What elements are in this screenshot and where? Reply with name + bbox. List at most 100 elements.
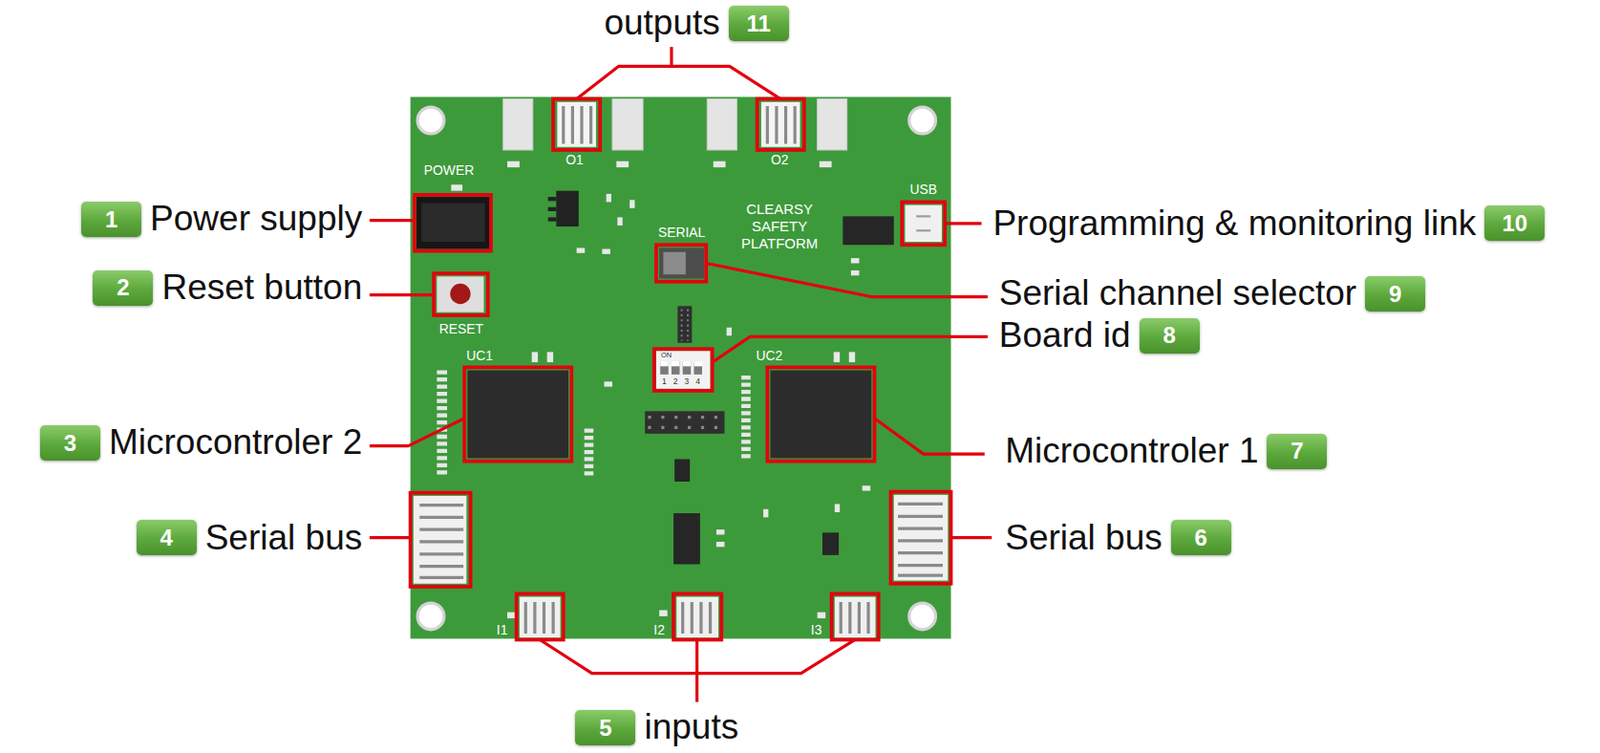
usb-connector	[904, 205, 941, 242]
leader-line	[712, 336, 988, 363]
reset-button	[449, 283, 470, 304]
serial-bus-connector	[897, 502, 943, 506]
highlight-box	[464, 366, 572, 461]
leader-line	[951, 535, 993, 539]
input-connector	[519, 597, 561, 639]
input-connector	[857, 601, 861, 634]
callout-label: Microcontroler 1	[1004, 430, 1259, 472]
output-connector	[589, 106, 593, 145]
callout-label: Reset button	[161, 267, 363, 309]
pin-header	[681, 309, 683, 342]
header-socket	[503, 99, 534, 150]
callout: 3Microcontroler 2	[40, 422, 363, 464]
callout: 5inputs	[575, 706, 739, 748]
callout: 4Serial bus	[136, 517, 363, 559]
callout-number: 7	[1266, 433, 1327, 470]
callout-label: outputs	[603, 2, 720, 44]
resistor-array	[436, 370, 448, 476]
output-connector	[579, 106, 583, 145]
input-connector	[533, 601, 536, 634]
callout: 11outputs	[603, 2, 789, 44]
board-label: USB	[909, 181, 938, 198]
input-connector	[699, 601, 703, 634]
smd-pad	[851, 257, 860, 263]
serial-switch	[662, 252, 685, 275]
callout-label: Serial bus	[1004, 517, 1163, 559]
microcontroller-chip	[770, 370, 873, 459]
board-label: 3	[684, 376, 690, 386]
smd-pad	[817, 612, 827, 619]
mounting-hole	[417, 106, 936, 630]
highlight-box	[891, 491, 952, 584]
pcb-board	[410, 96, 952, 639]
serial-switch	[659, 247, 704, 278]
board-label: I2	[653, 621, 665, 639]
callout-number: 6	[1171, 519, 1232, 555]
output-connector	[761, 102, 801, 148]
input-connector	[866, 601, 870, 634]
callout-number: 8	[1139, 318, 1200, 354]
smd-pad	[659, 610, 668, 617]
callout: 8Board id	[999, 315, 1200, 357]
callout-number: 1	[81, 201, 142, 237]
leader-line	[369, 46, 992, 702]
callout-label: Serial channel selector	[999, 273, 1357, 315]
serial-bus-connector	[419, 528, 464, 532]
ic-chip	[842, 215, 894, 245]
smd-pad	[507, 161, 520, 168]
callout-label: Power supply	[149, 198, 363, 240]
serial-bus-connector	[419, 515, 464, 519]
callout: 6Serial bus	[1004, 517, 1232, 559]
smd-pad	[763, 509, 768, 518]
serial-bus-connector	[897, 551, 943, 555]
pin-header	[686, 309, 689, 342]
output-connector	[793, 106, 797, 145]
input-connector	[552, 601, 555, 634]
callout: 1Power supply	[81, 198, 363, 240]
serial-bus-connector	[419, 564, 464, 568]
dip-switch	[671, 361, 681, 366]
serial-bus-connector	[419, 576, 464, 579]
power-jack	[421, 202, 485, 242]
microcontroller-chip	[467, 370, 872, 459]
highlight-box	[656, 244, 706, 281]
power-jack	[416, 196, 491, 249]
serial-bus-connector	[897, 538, 943, 542]
board-label: I3	[810, 621, 823, 639]
serial-bus-connector	[419, 552, 464, 555]
callout-number: 11	[728, 5, 790, 42]
output-connector	[563, 106, 795, 145]
smd-pad	[716, 529, 726, 534]
callout-number: 5	[575, 709, 636, 746]
smd-pad	[849, 351, 855, 363]
board-label: CLEARSY SAFETY PLATFORM	[734, 200, 825, 253]
callout-label: Board id	[999, 315, 1131, 357]
board-label: RESET	[439, 320, 484, 338]
callout: 2Reset button	[92, 267, 363, 309]
input-connector	[681, 601, 684, 634]
resistor-array	[584, 427, 595, 478]
reset-button	[436, 276, 484, 312]
smd-pad	[450, 184, 463, 191]
highlight-box	[673, 593, 722, 640]
usb-connector	[904, 205, 941, 242]
header-socket	[503, 99, 848, 150]
output-connector	[556, 102, 800, 148]
callout-label: Serial bus	[205, 517, 363, 559]
serial-bus-connector	[897, 563, 943, 567]
smd-pad	[819, 161, 832, 168]
output-connector	[561, 106, 565, 145]
callout-number: 2	[92, 270, 153, 306]
pin-header	[647, 426, 723, 429]
callout: 7Microcontroler 1	[1004, 430, 1327, 472]
dip-switch	[656, 350, 711, 389]
pin-header	[644, 305, 725, 433]
smd-pad	[713, 161, 726, 168]
callout-label: Programming & monitoring link	[992, 203, 1476, 245]
board-label: ON	[661, 351, 672, 361]
header-socket	[817, 99, 848, 150]
board-label: UC1	[466, 347, 493, 364]
mounting-hole	[909, 106, 937, 134]
board-label: O2	[770, 151, 790, 169]
